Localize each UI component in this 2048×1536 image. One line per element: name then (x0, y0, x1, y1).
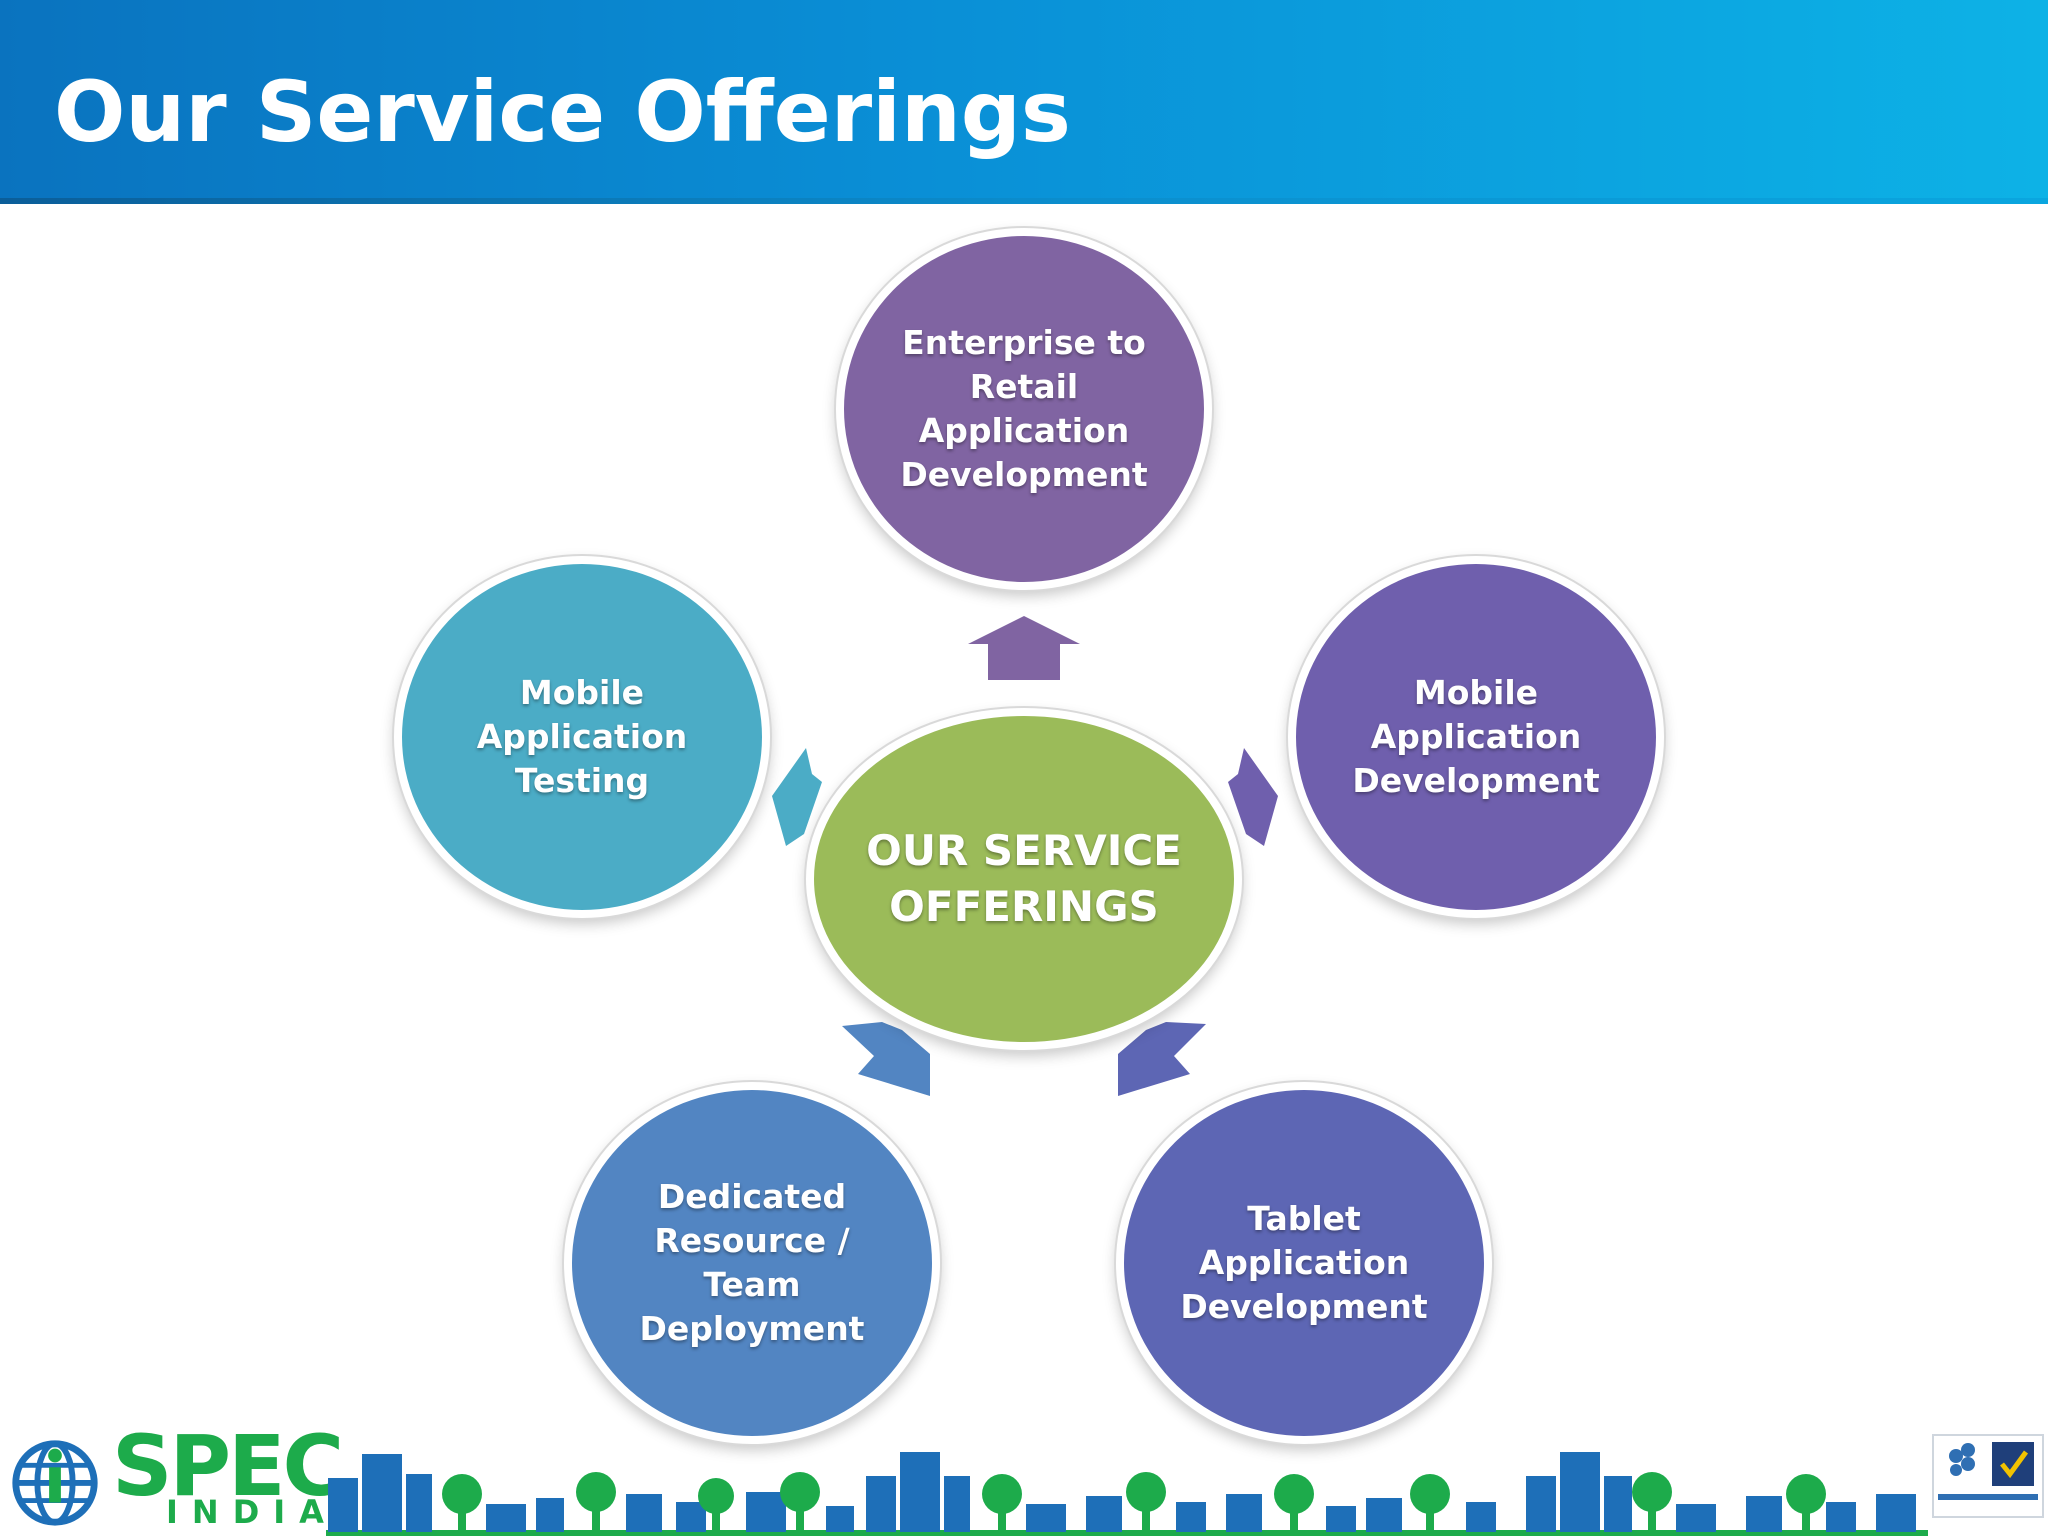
banner-divider (0, 198, 2048, 204)
arrow-down-left-icon (842, 1022, 930, 1096)
slide-title: Our Service Offerings (54, 63, 1071, 161)
globe-logo-icon (12, 1440, 98, 1526)
arrow-up-icon (968, 616, 1080, 680)
company-logo-subtext: INDIA (166, 1493, 338, 1531)
certification-badge (1932, 1434, 2044, 1518)
certification-logo-icon (1938, 1442, 2038, 1500)
service-diagram: OUR SERVICE OFFERINGS Enterprise to Reta… (0, 204, 2048, 1444)
arrow-right-icon (1228, 748, 1278, 846)
dedicated-resource-circle: Dedicated Resource / Team Deployment (564, 1082, 940, 1444)
arrow-down-right-icon (1118, 1022, 1206, 1096)
arrow-left-icon (772, 748, 822, 846)
connector-arrows (772, 616, 1278, 1096)
company-logo-text: SPEC (112, 1417, 344, 1515)
mobile-testing-circle: Mobile Application Testing (394, 556, 770, 918)
center-circle: OUR SERVICE OFFERINGS (806, 708, 1242, 1050)
mobile-testing-label: Mobile Application Testing (476, 673, 688, 800)
title-banner (0, 0, 2048, 204)
enterprise-label: Enterprise to Retail Application Develop… (900, 323, 1148, 494)
mobile-development-circle: Mobile Application Development (1288, 556, 1664, 918)
center-label: OUR SERVICE OFFERINGS (866, 826, 1182, 931)
dedicated-resource-label: Dedicated Resource / Team Deployment (639, 1177, 865, 1348)
mobile-development-label: Mobile Application Development (1352, 673, 1600, 800)
city-skyline-icon (326, 1452, 1928, 1536)
tablet-development-label: Tablet Application Development (1180, 1199, 1428, 1326)
tablet-development-circle: Tablet Application Development (1116, 1082, 1492, 1444)
enterprise-circle: Enterprise to Retail Application Develop… (836, 228, 1212, 590)
